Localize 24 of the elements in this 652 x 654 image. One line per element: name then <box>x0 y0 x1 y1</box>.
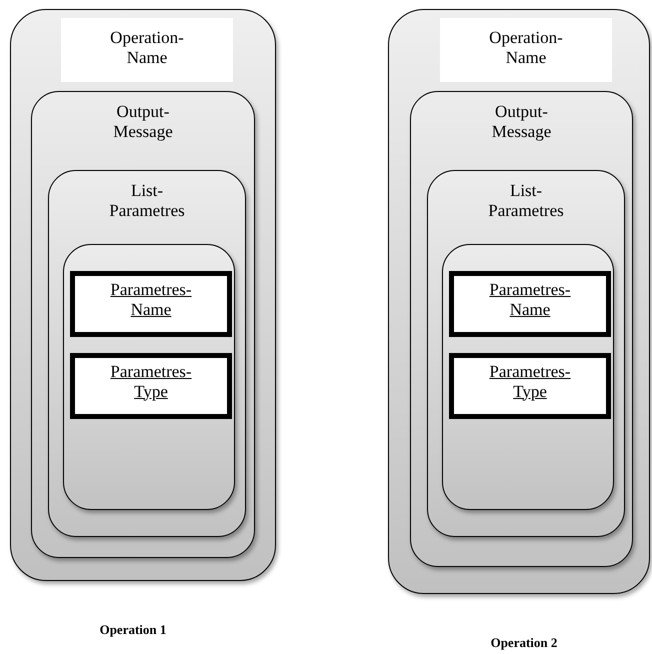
parameter-box <box>449 353 611 419</box>
operation-container <box>10 9 276 581</box>
node-label: Operation 1 <box>100 621 166 639</box>
operation-container <box>388 9 650 594</box>
parameter-box <box>449 271 611 337</box>
rounded-container <box>48 170 246 537</box>
rounded-container <box>63 244 235 510</box>
node-label: Parametres-Name <box>109 280 193 320</box>
parameter-box <box>70 271 232 337</box>
node-label: Operation 2 <box>490 634 558 652</box>
rounded-container <box>410 91 633 567</box>
parameter-box <box>70 353 232 419</box>
node-label: Output-Message <box>112 102 174 142</box>
rounded-container <box>31 91 255 558</box>
node-label: Parametres-Type <box>488 362 572 402</box>
rounded-container <box>427 170 625 537</box>
rounded-container <box>442 244 614 510</box>
node-label: Operation-Name <box>109 28 185 68</box>
node-label: List-Parametres <box>487 181 565 220</box>
node-label: List-Parametres <box>108 181 186 220</box>
node-label: Operation-Name <box>488 28 564 68</box>
node-label: Parametres-Name <box>488 280 572 320</box>
node-label: Parametres-Type <box>109 362 193 402</box>
node-label: Output-Message <box>490 102 552 142</box>
